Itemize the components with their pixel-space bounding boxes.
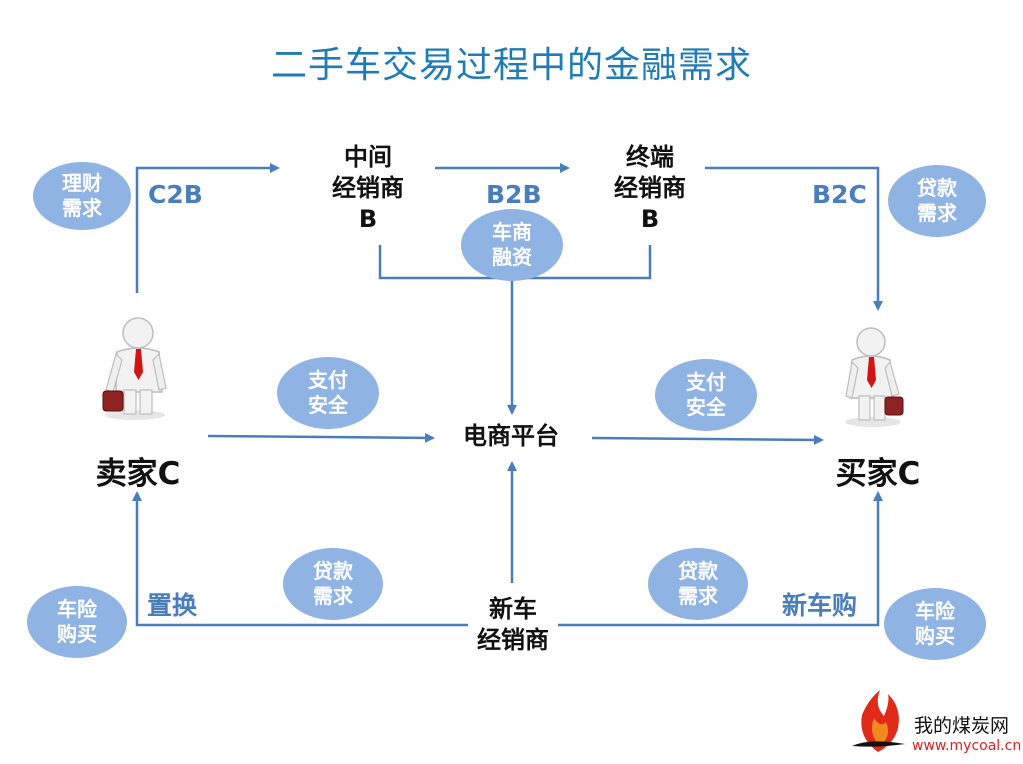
arrow-newcar-to-buyer (556, 491, 883, 627)
bubble-payment-safety-left: 支付 安全 (277, 357, 379, 429)
bubble-text-2: 融资 (492, 245, 532, 269)
tag-b2c: B2C (812, 180, 867, 209)
bubble-text-2: 需求 (917, 201, 957, 225)
bubble-text-2: 安全 (686, 395, 726, 419)
bubble-insurance-right: 车险 购买 (884, 588, 986, 660)
middle-dealer-line-1: 中间 (344, 143, 392, 171)
platform-node: 电商平台 (446, 421, 576, 452)
bubble-text-1: 贷款 (917, 176, 957, 200)
tag-new-car-purchase: 新车购 (782, 591, 858, 620)
bubble-text-1: 贷款 (313, 559, 353, 583)
arrow-b2c (705, 166, 883, 311)
terminal-dealer-node: 终端 经销商 B (604, 142, 696, 235)
buyer-person-icon (845, 327, 904, 427)
bubble-loan-demand-bottom-right: 贷款 需求 (648, 548, 748, 620)
buyer-label: 买家C (835, 456, 921, 492)
diagram-title: 二手车交易过程中的金融需求 (270, 45, 752, 86)
bubble-text-2: 需求 (313, 584, 353, 608)
terminal-dealer-line-2: 经销商 (614, 174, 686, 202)
bubble-text-1: 理财 (62, 171, 102, 195)
bubble-loan-demand-bottom-left: 贷款 需求 (283, 548, 383, 620)
bubble-text-1: 车险 (915, 599, 955, 623)
seller-person-icon (102, 317, 167, 420)
logo-url: www.mycoal.cn (912, 738, 1022, 754)
bubble-text-1: 车险 (57, 597, 97, 621)
terminal-dealer-line-1: 终端 (626, 143, 674, 171)
bubble-text-2: 需求 (62, 196, 102, 220)
bubble-loan-demand-top: 贷款 需求 (888, 165, 986, 237)
logo-name: 我的煤炭网 (914, 715, 1010, 737)
tag-replace: 置换 (147, 591, 198, 620)
bubble-text-1: 车商 (492, 220, 532, 244)
tag-b2b: B2B (486, 180, 542, 209)
arrow-seller-to-platform (207, 432, 435, 443)
middle-dealer-node: 中间 经销商 B (322, 142, 414, 235)
bubble-insurance-left: 车险 购买 (27, 586, 127, 658)
bubble-text-1: 贷款 (678, 559, 718, 583)
new-car-dealer-line-1: 新车 (489, 595, 537, 623)
terminal-dealer-line-3: B (640, 205, 660, 233)
bubble-text-1: 支付 (308, 368, 348, 392)
arrow-platform-to-buyer (591, 434, 824, 445)
bubble-text-2: 需求 (678, 584, 718, 608)
new-car-dealer-node: 新车 经销商 (468, 594, 558, 656)
bubble-payment-safety-right: 支付 安全 (655, 359, 757, 431)
tag-c2b: C2B (148, 180, 203, 209)
arrow-newcar-to-seller (132, 491, 470, 627)
seller-label: 卖家C (95, 456, 181, 492)
bubble-text-1: 支付 (686, 370, 726, 394)
bubble-wealth-management: 理财 需求 (33, 162, 131, 230)
bubble-text-2: 购买 (915, 624, 955, 648)
bubble-dealer-financing: 车商 融资 (461, 209, 563, 281)
middle-dealer-line-2: 经销商 (332, 174, 404, 202)
arrow-c2b (135, 163, 280, 293)
middle-dealer-line-3: B (358, 205, 378, 233)
bubble-text-2: 安全 (308, 393, 348, 417)
bubble-text-2: 购买 (57, 622, 97, 646)
logo-flame-icon (852, 690, 905, 752)
new-car-dealer-line-2: 经销商 (477, 626, 549, 654)
